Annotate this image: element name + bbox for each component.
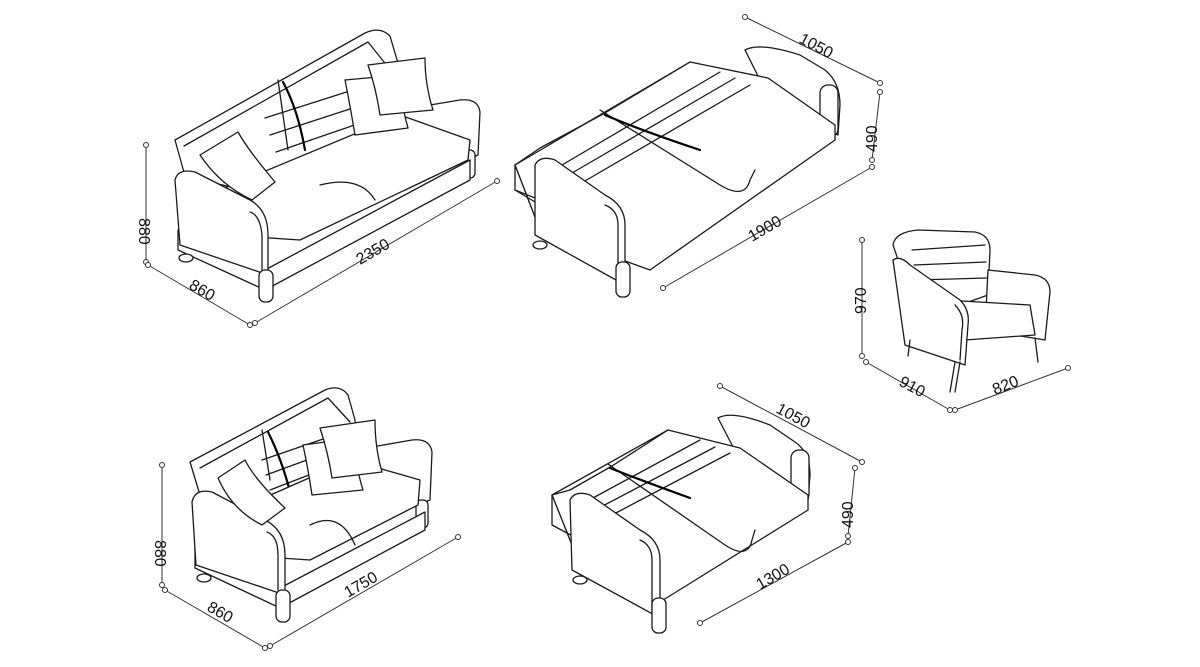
sofa3-height-label: 880 <box>135 218 152 245</box>
bed2-seat-height-label: 490 <box>840 501 857 528</box>
armchair <box>892 229 1051 393</box>
bed2-width-label: 1050 <box>773 401 812 433</box>
bed3-seat-height-label: 490 <box>864 125 881 152</box>
bed2-length-label: 1300 <box>754 561 793 594</box>
bed3-length-label: 1900 <box>746 213 785 246</box>
sofa2-depth-label: 860 <box>204 599 236 627</box>
armchair-height-label: 970 <box>853 287 870 314</box>
sofa2-width-label: 1750 <box>342 569 381 602</box>
armchair-width-label: 820 <box>990 373 1021 399</box>
two-seat-sofa-bed <box>551 414 811 634</box>
armchair-depth-label: 910 <box>896 374 928 402</box>
three-seat-sofa <box>174 29 481 303</box>
sofa3-width-label: 2350 <box>354 236 393 269</box>
sofa3-depth-label: 860 <box>186 277 218 305</box>
two-seat-sofa <box>189 387 433 623</box>
sofa2-height-label: 880 <box>151 540 168 567</box>
three-seat-sofa-bed <box>514 46 841 298</box>
